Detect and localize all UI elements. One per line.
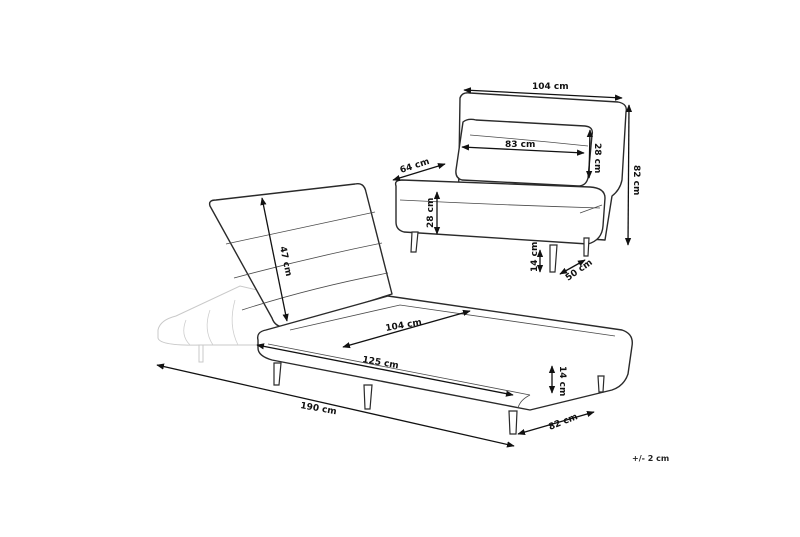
chair-seat-height-label: 28 cm <box>426 198 436 228</box>
chair-width-label: 104 cm <box>532 82 569 92</box>
chair-total-height-label: 82 cm <box>631 165 641 195</box>
bed-mattress-thickness-label: 14 cm <box>557 366 567 396</box>
chair-pillow-height-label: 28 cm <box>592 143 602 173</box>
chair-drawing: 104 cm 83 cm 28 cm 64 cm 82 cm 28 cm 14 … <box>392 82 641 284</box>
bed-total-width-label: 82 cm <box>547 412 579 433</box>
bed-total-length-label: 190 cm <box>299 401 337 417</box>
tolerance-note: +/- 2 cm <box>632 454 670 463</box>
chair-leg-height-label: 14 cm <box>530 242 540 272</box>
chair-seat-depth-label: 50 cm <box>564 258 595 284</box>
bed-drawing: 47 cm 104 cm 125 cm 190 cm 14 cm 82 cm <box>156 182 633 448</box>
chair-pillow-width-label: 83 cm <box>505 140 535 150</box>
